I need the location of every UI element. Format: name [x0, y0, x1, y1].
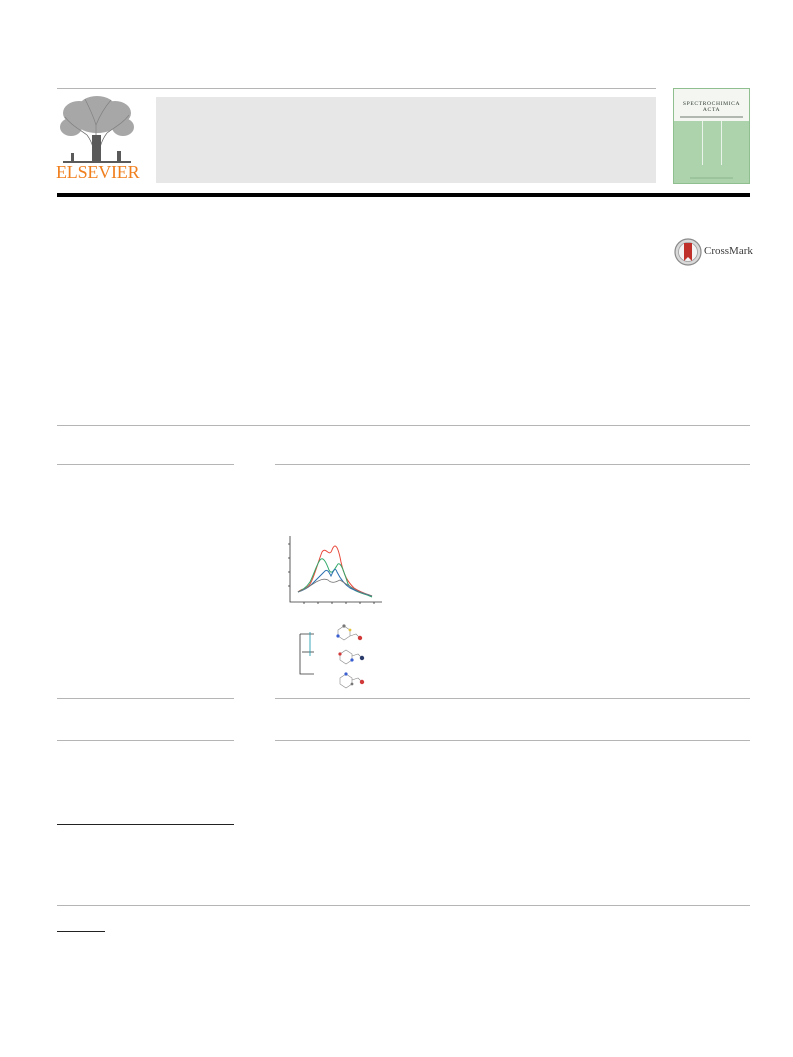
footnote-rule: [57, 931, 105, 932]
cover-stripe: [702, 121, 703, 165]
tree-logo-icon: [60, 96, 134, 164]
article-history-top-rule: [57, 464, 234, 465]
graphical-abstract-top-rule: [275, 464, 750, 465]
cover-title: SPECTROCHIMICA ACTA: [682, 101, 741, 114]
header-top-rule: [57, 88, 656, 89]
graphical-abstract-bottom-rule: [275, 698, 750, 699]
keywords-bottom-rule: [57, 824, 234, 825]
header-thick-rule: [57, 193, 750, 197]
article-history-bottom-rule: [57, 698, 234, 699]
cover-footer-line: [690, 177, 733, 179]
abstract-bottom-rule: [57, 905, 750, 906]
spectrum-plot-icon: [288, 536, 382, 604]
crossmark-icon: [674, 238, 702, 266]
crossmark-badge[interactable]: CrossMark: [674, 236, 754, 270]
article-info-rule: [57, 425, 750, 426]
keywords-top-rule: [57, 740, 234, 741]
cover-title-area: [674, 89, 749, 121]
publisher-wordmark: ELSEVIER: [56, 162, 140, 182]
journal-cover-thumbnail[interactable]: SPECTROCHIMICA ACTA: [673, 88, 750, 184]
cover-stripe: [721, 121, 722, 165]
journal-header-band: [156, 97, 656, 183]
cover-subtitle-line: [680, 116, 743, 118]
publisher-logo[interactable]: ELSEVIER: [56, 95, 149, 187]
crossmark-label: CrossMark: [704, 245, 753, 257]
highlights-top-rule: [275, 740, 750, 741]
molecular-structures-icon: [299, 624, 365, 689]
